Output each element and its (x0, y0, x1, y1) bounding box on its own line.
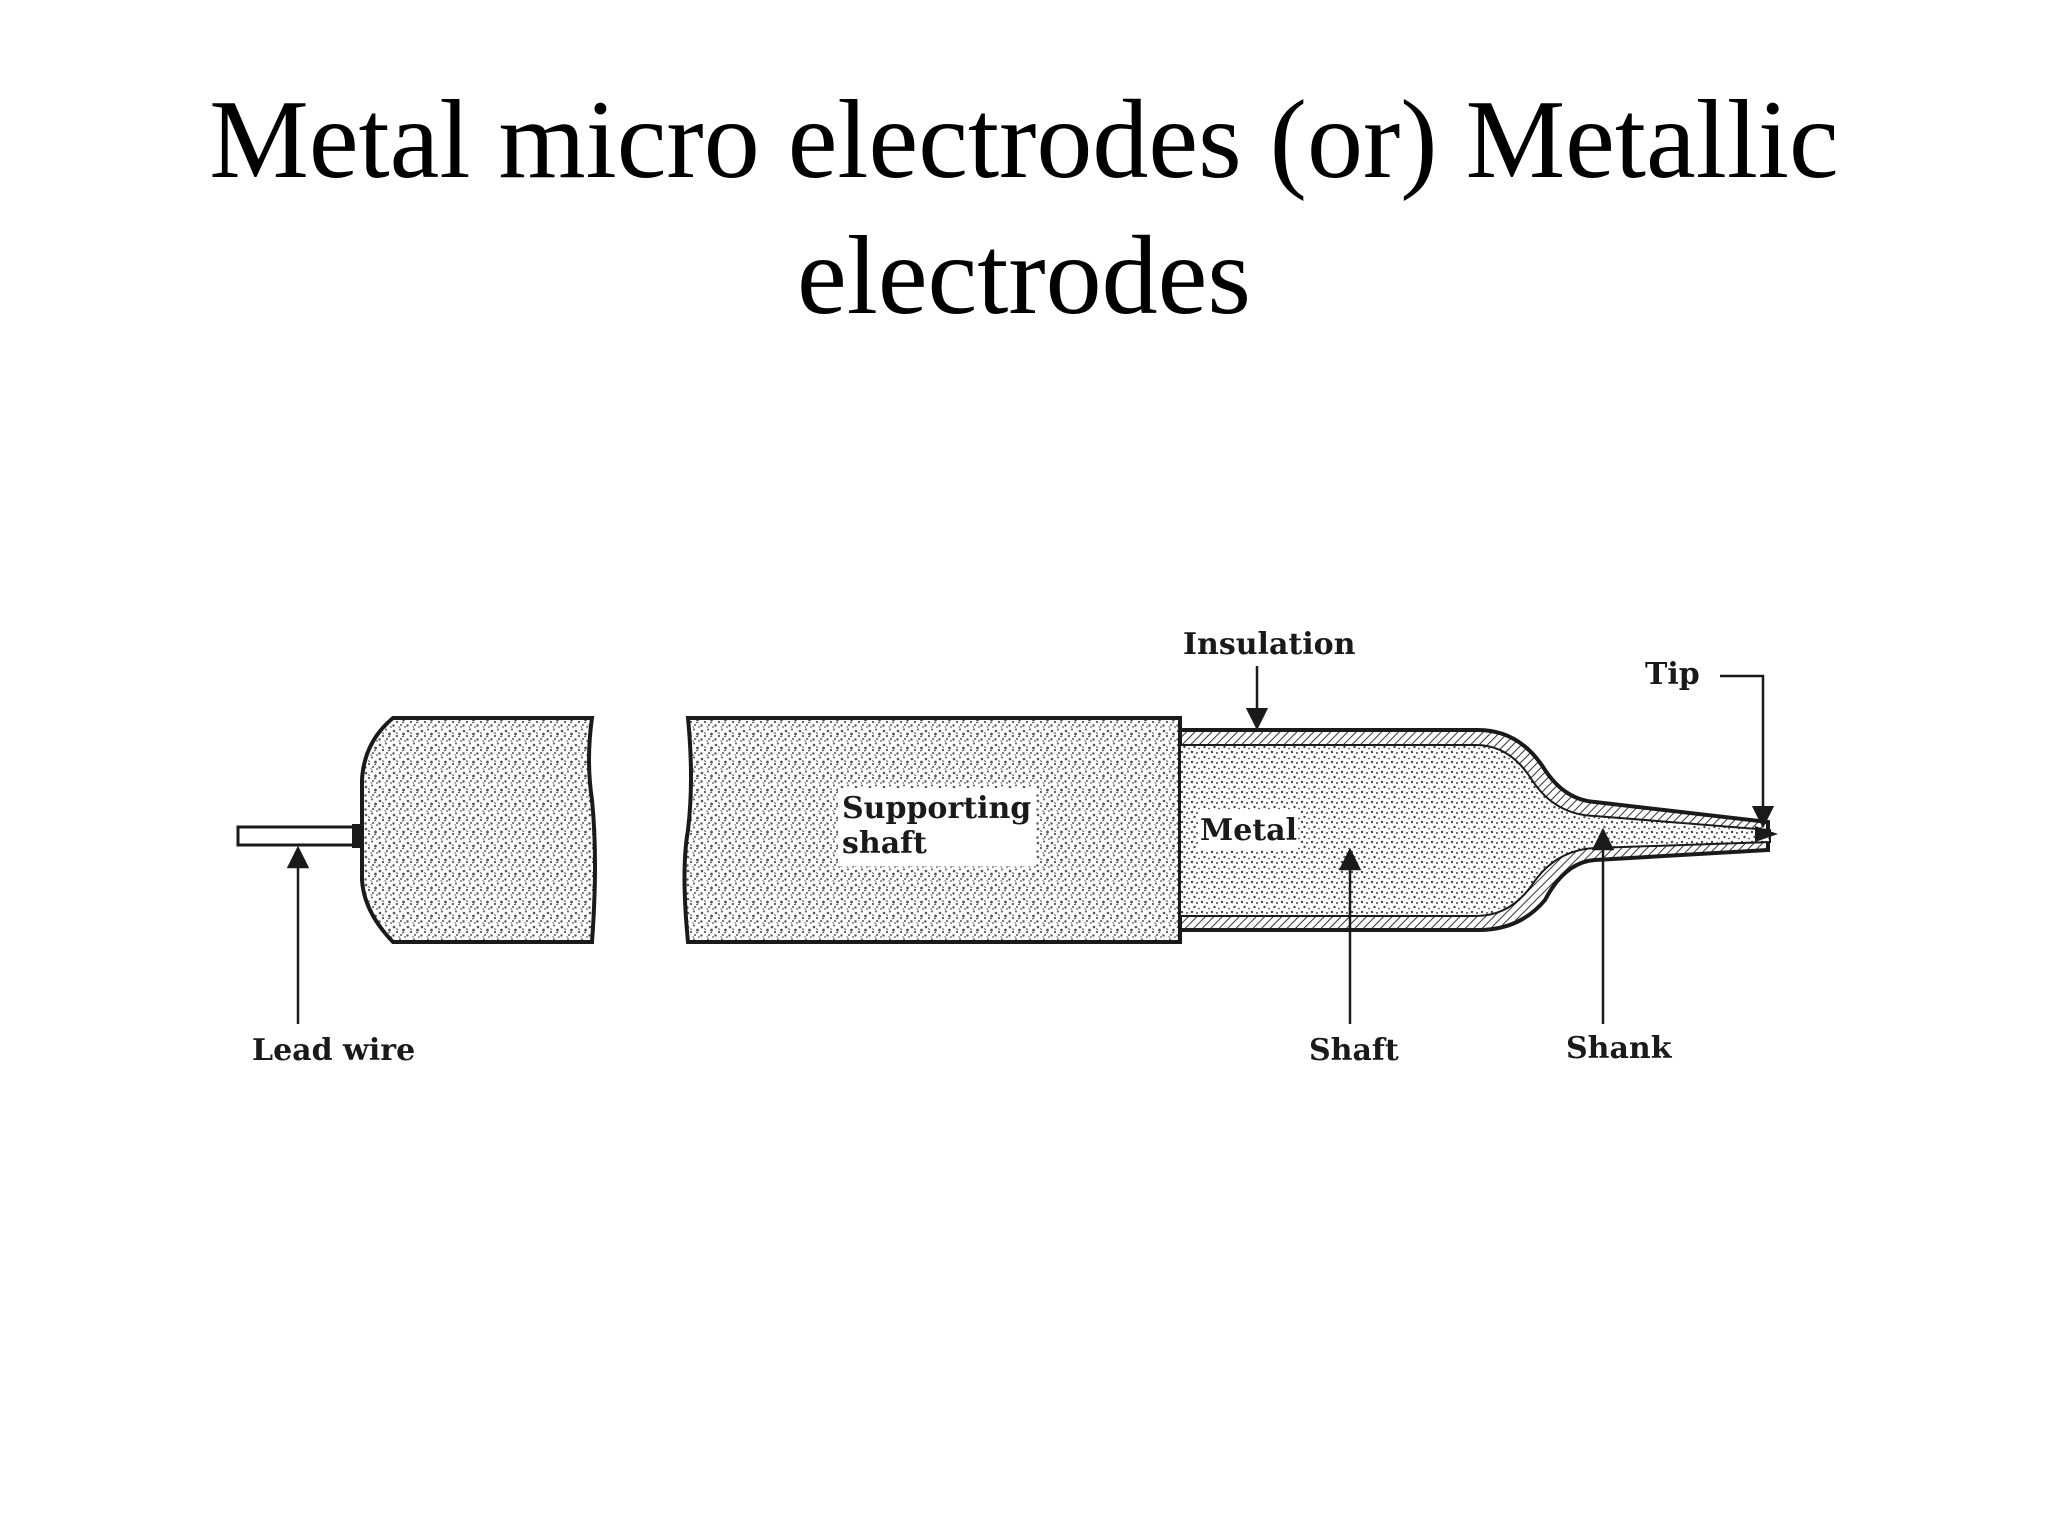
insulation-label: Insulation (1183, 627, 1356, 662)
metal-label-bg (1198, 810, 1298, 850)
slide-title-line-1: Metal micro electrodes (or) Metallic (209, 78, 1839, 202)
slide-title: Metal micro electrodes (or) Metallic ele… (0, 72, 2048, 344)
shaft-label: Shaft (1309, 1033, 1399, 1068)
supporting-shaft-label-bg (838, 788, 1036, 866)
shank-label: Shank (1566, 1031, 1673, 1066)
metal-core (1179, 744, 1771, 917)
tip-leader (1720, 674, 1775, 829)
lead-wire-part (236, 824, 366, 848)
leader-lines (286, 666, 1775, 1024)
electrode-cap (360, 716, 597, 944)
tip-label: Tip (1645, 657, 1700, 692)
supporting-shaft-label-line-1: Supporting (842, 791, 1031, 826)
electrode-tip (1755, 826, 1778, 842)
metal-label: Metal (1200, 813, 1297, 848)
supporting-shaft-label-line-2: shaft (842, 826, 927, 861)
slide-title-line-2: electrodes (797, 214, 1251, 338)
lead-wire-label: Lead wire (252, 1033, 415, 1068)
